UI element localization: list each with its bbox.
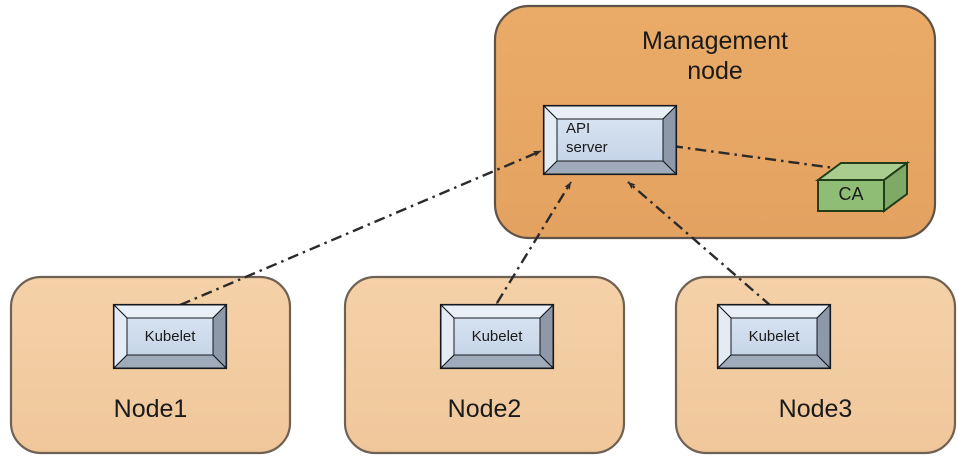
connector-node3-api <box>627 181 779 314</box>
ca-box[interactable] <box>814 161 911 213</box>
connector-api-ca <box>664 141 865 175</box>
connector-node1-api <box>171 149 542 311</box>
connector-group <box>171 141 865 314</box>
api-server-box[interactable] <box>542 104 678 176</box>
kubelet-box-node1[interactable] <box>112 303 228 370</box>
connector-node2-api <box>490 181 573 311</box>
kubelet-box-node3[interactable] <box>716 303 832 370</box>
kubelet-box-node2[interactable] <box>439 303 555 370</box>
